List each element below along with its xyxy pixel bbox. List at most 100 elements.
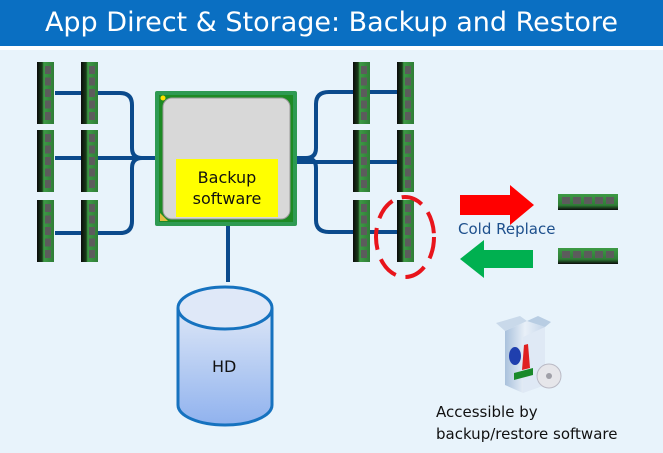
dimm-chip [405,145,411,154]
dimm-module [558,194,618,210]
dimm-chip [405,204,411,212]
dimm-chip [361,157,367,165]
dimm-chip [606,251,614,258]
dimm-chip [45,204,51,212]
dimm-chip [89,168,95,177]
arrow-right-icon [460,185,534,225]
dimm-chip [361,168,367,177]
dimm-chip [361,204,367,212]
dimm-chip [361,238,367,247]
dimm-chip [45,145,51,154]
dimm-chip [405,112,411,120]
dimm-module [81,200,98,262]
dimm-module [397,200,414,262]
dimm-module [558,248,618,264]
dimm-chip [45,238,51,247]
dimm-chip [89,204,95,212]
dimm-chip [405,238,411,247]
dimm-chip [361,250,367,258]
dimm-module [37,200,54,262]
dimm-chip [405,77,411,86]
slide-title: App Direct & Storage: Backup and Restore [0,0,663,46]
dimm-chip [405,168,411,177]
dimm-chip [89,215,95,224]
backup-label-line2: software [192,189,262,208]
dimm-chip [361,180,367,188]
dimm-chip [45,100,51,109]
dimm-chip [405,215,411,224]
cold-replace-label: Cold Replace [458,220,556,238]
replacement-dimms [558,194,618,264]
backup-label-line1: Backup [197,168,257,187]
dimm-chip [45,215,51,224]
dimm-chip [405,134,411,142]
dimm-chip [361,227,367,235]
dimm-module [37,130,54,192]
bus-line [296,90,404,160]
bus-line [55,91,156,160]
arrow-left-icon [460,240,533,278]
dimm-array [37,62,414,262]
caption-line1: Accessible by [436,403,538,421]
dimm-chip [45,157,51,165]
dimm-chip [595,197,603,204]
dimm-chip [89,112,95,120]
dimm-module [353,62,370,124]
dimm-module [81,130,98,192]
dimm-module [81,62,98,124]
dimm-chip [361,66,367,74]
dimm-chip [45,89,51,97]
title-separator [0,46,663,50]
dimm-chip [584,197,592,204]
dimm-chip [45,66,51,74]
memory-bus-left [55,91,156,235]
dimm-chip [361,112,367,120]
dimm-chip [45,77,51,86]
dimm-chip [361,100,367,109]
dimm-chip [584,251,592,258]
caption-line2: backup/restore software [436,425,618,443]
dimm-chip [405,227,411,235]
bus-line [55,156,143,235]
pin1-marker [160,95,166,101]
memory-bus-right [296,90,404,234]
dimm-chip [45,134,51,142]
dimm-chip [45,227,51,235]
dimm-chip [89,180,95,188]
dimm-chip [573,251,581,258]
accessible-caption: Accessible by backup/restore software [436,401,617,445]
dimm-chip [89,66,95,74]
failed-dimm-highlight [374,195,436,279]
dimm-chip [89,227,95,235]
dimm-chip [89,134,95,142]
dimm-chip [89,145,95,154]
dimm-chip [45,250,51,258]
dimm-chip [361,134,367,142]
dimm-chip [89,157,95,165]
hd-label: HD [212,357,237,376]
dimm-module [397,62,414,124]
dimm-chip [606,197,614,204]
dimm-chip [89,89,95,97]
backup-software-label: Backup software [176,159,278,217]
dimm-chip [405,250,411,258]
dimm-chip [405,89,411,97]
dimm-chip [405,157,411,165]
dimm-chip [89,77,95,86]
dimm-chip [45,180,51,188]
dimm-module [353,200,370,262]
dimm-chip [573,197,581,204]
dimm-chip [89,238,95,247]
dimm-chip [361,89,367,97]
software-box-icon [496,316,562,393]
dimm-chip [361,215,367,224]
dimm-chip [89,250,95,258]
bus-line [305,156,404,234]
dimm-module [397,130,414,192]
hard-disk-icon [176,285,274,427]
dimm-chip [405,100,411,109]
dimm-chip [89,100,95,109]
dimm-chip [361,145,367,154]
dimm-chip [45,112,51,120]
